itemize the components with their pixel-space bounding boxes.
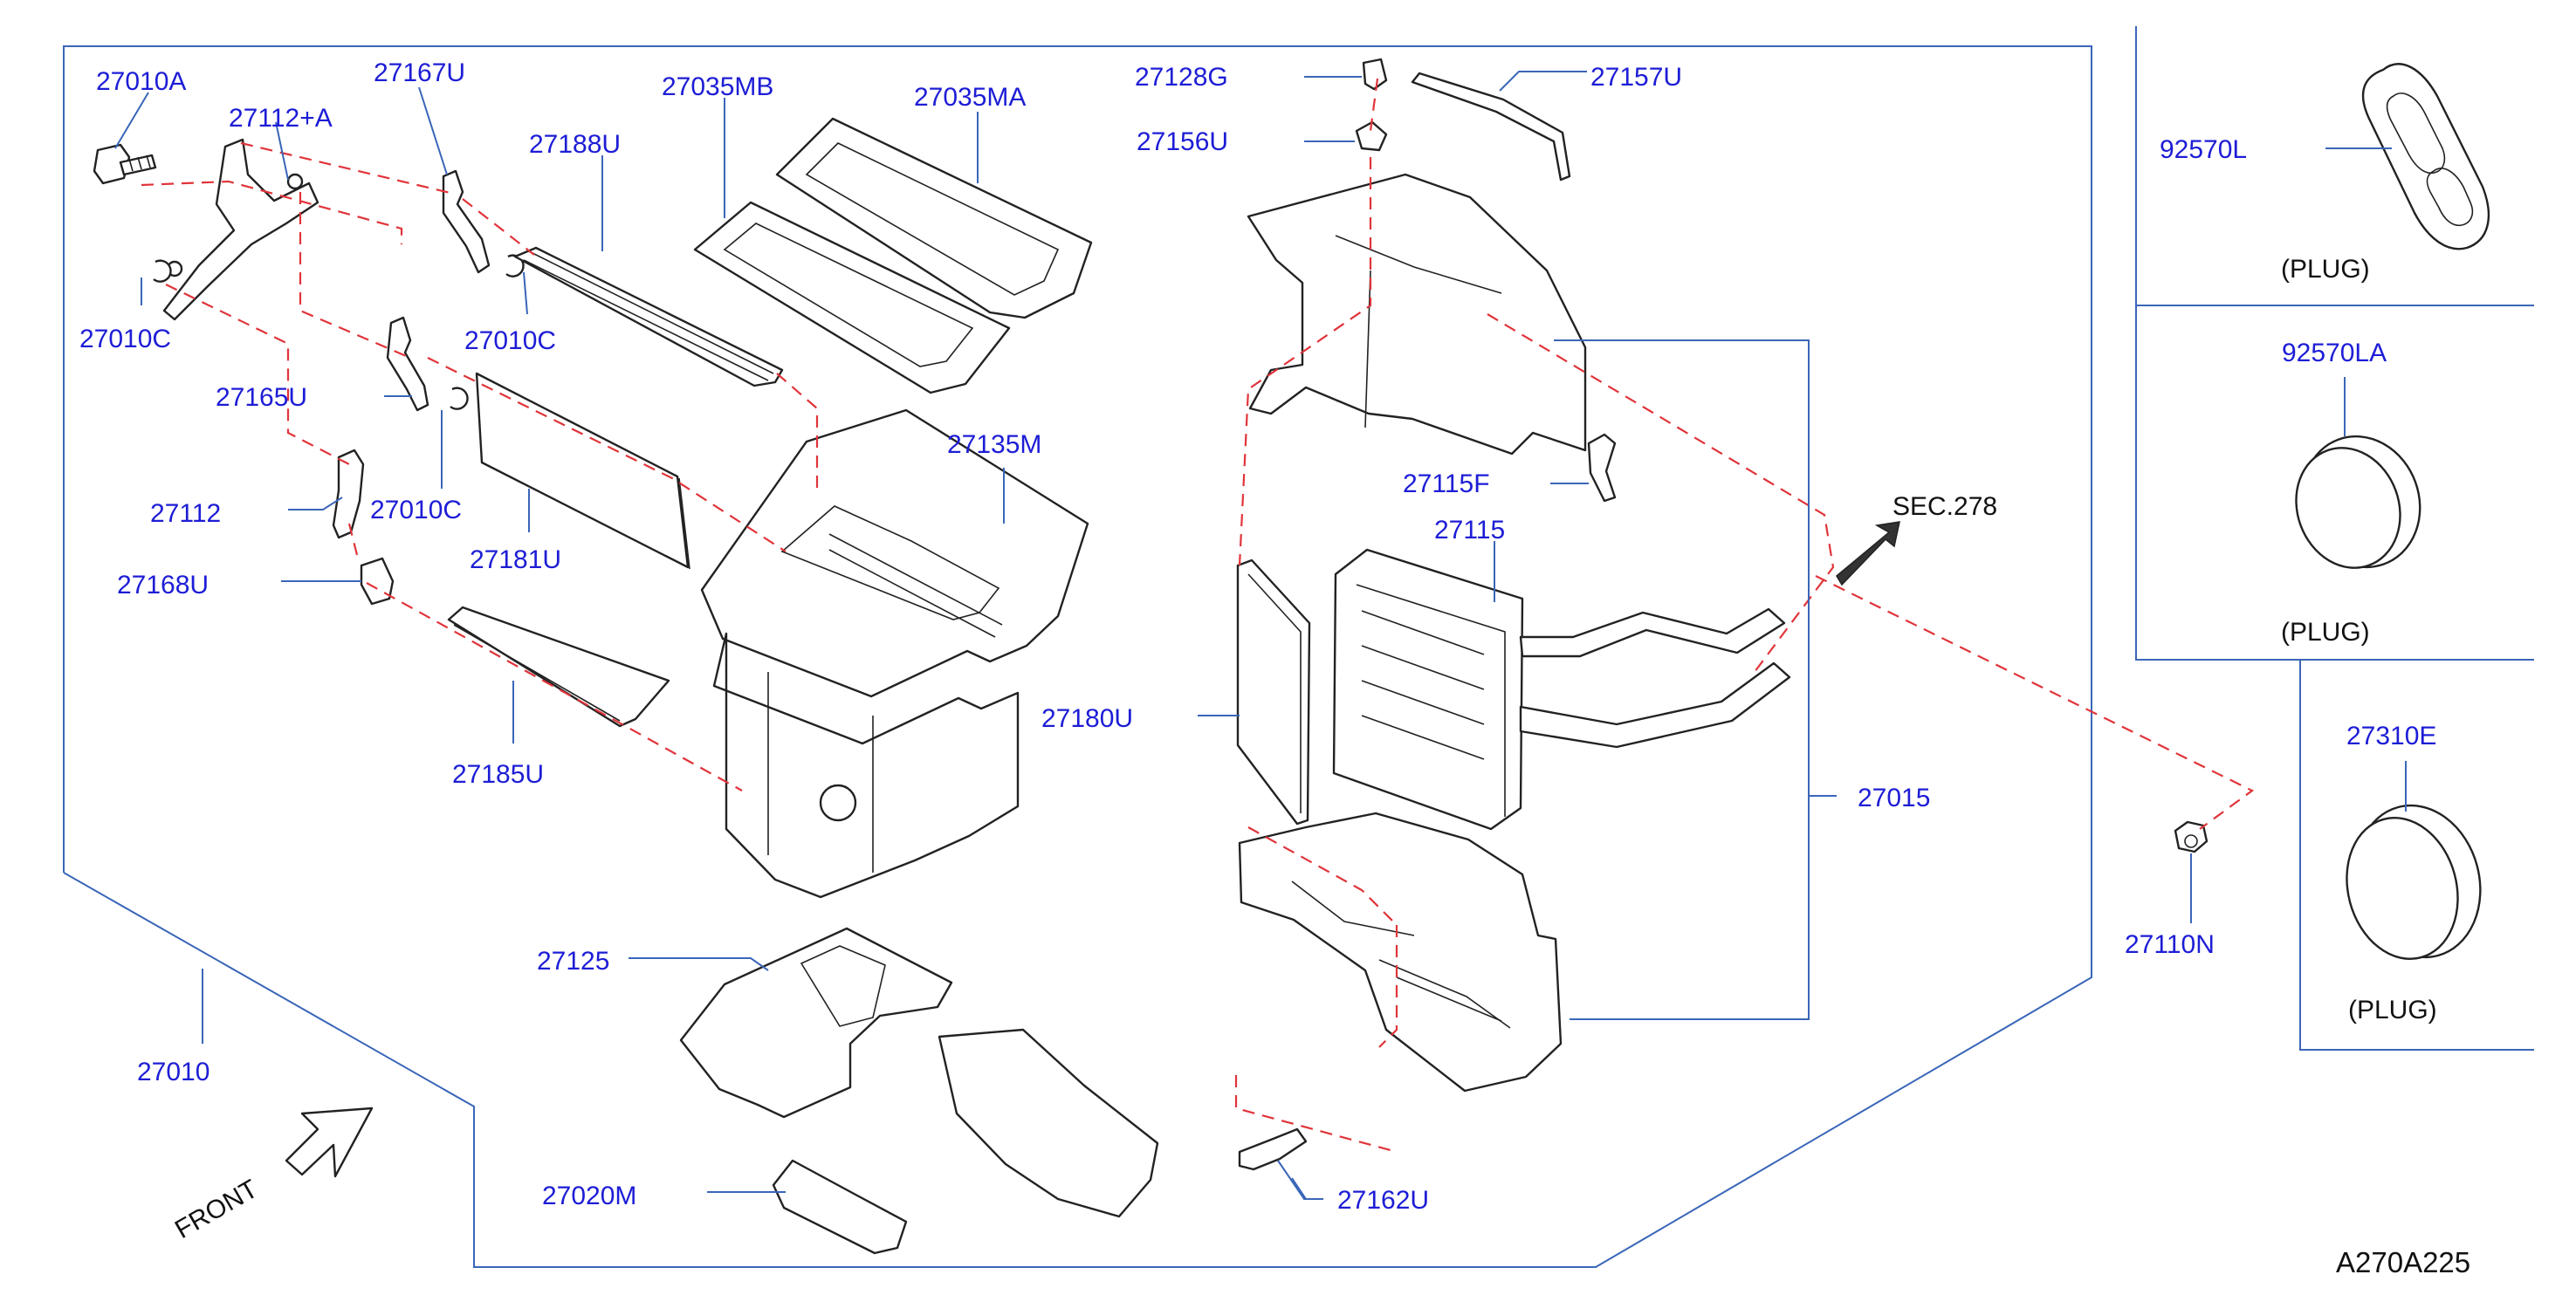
assembly-frame xyxy=(63,45,2092,1268)
door-27185U-drawing xyxy=(447,606,670,728)
label-27035MA: 27035MA xyxy=(914,83,1026,112)
plug-box-bottom xyxy=(2299,660,2534,1051)
label-27168U: 27168U xyxy=(117,571,209,600)
panel-27180U-drawing xyxy=(1236,558,1311,826)
nut-27110N-drawing xyxy=(2174,820,2208,853)
label-27010: 27010 xyxy=(137,1058,210,1086)
label-27110N: 27110N xyxy=(2125,930,2215,959)
label-27112: 27112 xyxy=(150,499,221,528)
label-27156U: 27156U xyxy=(1137,127,1228,156)
leader-lines xyxy=(114,71,2407,1200)
pipe-27157U-drawing xyxy=(1411,72,1571,182)
plug-caption-3: (PLUG) xyxy=(2348,996,2437,1024)
sec-arrow-icon xyxy=(1836,521,1900,586)
plug-92570LA-drawing xyxy=(2295,435,2421,569)
filter-27035MA-drawing xyxy=(775,117,1093,319)
assembly-dashed-lines xyxy=(141,78,2255,1154)
label-27112A: 27112+A xyxy=(229,104,333,133)
drawing-code: A270A225 xyxy=(2336,1246,2470,1278)
tab-27168U-drawing xyxy=(360,557,395,606)
label-27185U: 27185U xyxy=(452,760,544,789)
label-27157U: 27157U xyxy=(1590,63,1682,92)
clip-27010C-a-drawing xyxy=(153,259,172,283)
grommet-27128G-drawing xyxy=(1362,58,1388,91)
door-27188U-drawing xyxy=(513,246,784,387)
label-27162U: 27162U xyxy=(1337,1186,1429,1215)
plug-27310E-drawing xyxy=(2346,804,2482,961)
bracket-27112A-drawing xyxy=(162,138,319,321)
label-92570L: 92570L xyxy=(2160,135,2247,164)
label-27010C-b: 27010C xyxy=(464,326,556,355)
label-27010C-a: 27010C xyxy=(79,325,171,353)
label-27167U: 27167U xyxy=(374,58,465,87)
label-27125: 27125 xyxy=(537,947,609,976)
label-27165U: 27165U xyxy=(216,383,307,412)
front-arrow-icon xyxy=(285,1107,374,1178)
label-27181U: 27181U xyxy=(470,545,561,574)
filter-27035MB-drawing xyxy=(693,201,1011,394)
label-27310E: 27310E xyxy=(2346,722,2436,750)
part-labels: 27010A 27112+A 27167U 27188U 27035MB 270… xyxy=(79,58,2470,1278)
plug-caption-1: (PLUG) xyxy=(2281,255,2370,284)
plug-92570L-drawing xyxy=(2361,63,2490,250)
door-27181U-drawing xyxy=(475,372,690,570)
label-27115: 27115 xyxy=(1434,516,1505,545)
lever-27165U-drawing xyxy=(386,316,429,412)
upper-case-27015-drawing xyxy=(1247,173,1587,456)
case-27125-drawing xyxy=(679,927,1159,1218)
bolt-27010A-drawing xyxy=(93,143,157,185)
label-27020M: 27020M xyxy=(542,1182,636,1210)
label-27010A: 27010A xyxy=(96,67,186,96)
label-27035MB: 27035MB xyxy=(662,72,773,101)
lever-27167U-drawing xyxy=(442,169,491,274)
label-27128G: 27128G xyxy=(1135,63,1228,92)
clip-27010C-c-drawing xyxy=(450,387,469,410)
sec-reference: SEC.278 xyxy=(1893,492,1997,521)
duct-27020M-drawing xyxy=(772,1159,908,1255)
plug-box-top xyxy=(2135,26,2534,661)
label-27135M: 27135M xyxy=(947,430,1041,459)
bracket-27115F-drawing xyxy=(1587,433,1617,503)
plug-caption-2: (PLUG) xyxy=(2281,618,2370,647)
clip-27156U-drawing xyxy=(1355,120,1388,152)
label-92570LA: 92570LA xyxy=(2282,339,2387,367)
lower-case-27015-drawing xyxy=(1238,812,1563,1093)
case-27135M-drawing xyxy=(700,408,1089,899)
label-27180U: 27180U xyxy=(1041,704,1133,733)
bracket-27162U-drawing xyxy=(1238,1127,1308,1171)
label-27115F: 27115F xyxy=(1403,469,1490,498)
clip-27010C-b-drawing xyxy=(505,254,525,278)
label-27188U: 27188U xyxy=(529,130,621,159)
heater-core-27115-drawing xyxy=(1332,548,1791,831)
label-27015: 27015 xyxy=(1858,784,1930,812)
front-label: FRONT xyxy=(170,1175,263,1244)
label-27010C-c: 27010C xyxy=(370,496,462,524)
